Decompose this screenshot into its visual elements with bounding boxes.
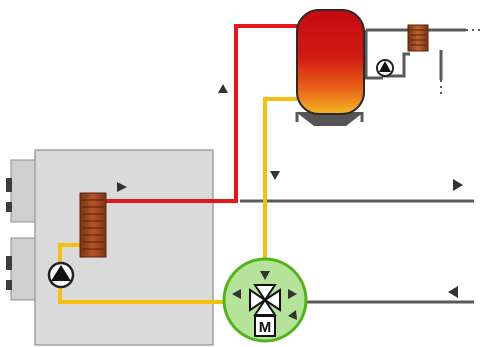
flow-arrow-icon — [270, 171, 280, 180]
flow-arrows — [117, 84, 463, 320]
tank-stand — [296, 112, 364, 126]
boiler-flange-upper — [6, 159, 36, 223]
flow-arrow-icon — [453, 179, 463, 191]
tank-body — [296, 9, 365, 115]
boiler-unit — [6, 149, 214, 346]
actuator-label: M — [259, 319, 272, 336]
dhw-heat-exchanger-icon — [407, 24, 429, 52]
boiler-pump-icon[interactable] — [47, 261, 75, 289]
flow-arrow-icon — [288, 310, 297, 320]
boiler-supply-line — [106, 24, 297, 203]
tank-to-valve-line — [263, 97, 297, 262]
boiler-cabinet — [34, 149, 214, 346]
flow-arrow-icon — [260, 271, 270, 280]
hot-pipes — [106, 24, 297, 203]
flow-arrow-icon — [117, 182, 127, 192]
boiler-heat-exchanger-icon — [79, 192, 107, 258]
flow-arrow-icon — [288, 289, 297, 299]
boiler-flange-lower — [6, 237, 36, 301]
flow-arrow-icon — [448, 286, 458, 298]
tank-return-line — [364, 30, 383, 80]
mixing-valve-icon — [249, 284, 281, 316]
flow-arrow-icon — [218, 84, 228, 93]
grey-pipes — [240, 28, 474, 304]
valve-actuator: M — [254, 315, 276, 337]
mixing-valve-assembly[interactable]: M — [222, 257, 308, 343]
dhw-loop-line — [383, 52, 410, 78]
dashed-continuation — [440, 29, 480, 98]
flow-arrow-icon — [232, 289, 241, 299]
dhw-pump-icon[interactable] — [376, 59, 394, 77]
hot-water-tank — [296, 9, 365, 126]
